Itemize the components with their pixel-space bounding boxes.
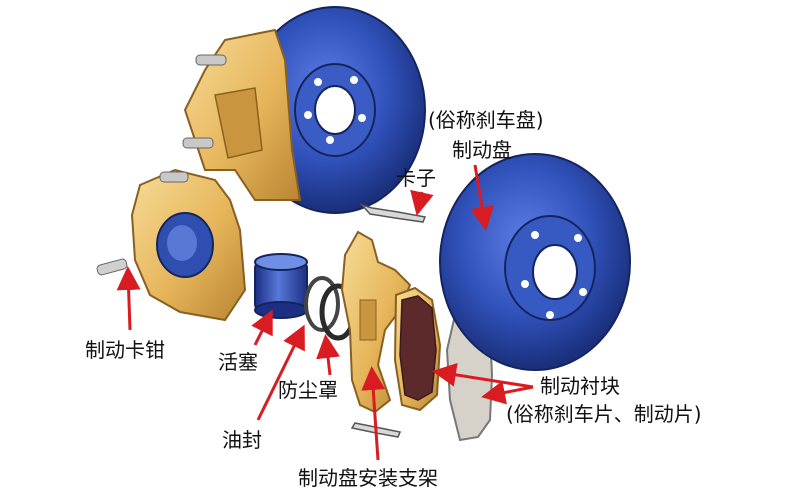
pointer-bracket: [361, 366, 386, 461]
label-piston: 活塞: [218, 350, 258, 374]
pointer-pad-a: [432, 362, 534, 389]
pointer-caliper: [116, 266, 141, 331]
label-oil-seal: 油封: [222, 428, 262, 452]
label-dust-boot: 防尘罩: [278, 378, 338, 402]
bracket-part: [340, 230, 412, 414]
label-pad: 制动衬块: [540, 374, 620, 398]
pointer-piston: [251, 309, 273, 346]
label-bracket: 制动盘安装支架: [298, 466, 438, 490]
label-rotor: 制动盘: [452, 138, 512, 162]
label-clip: 卡子: [396, 166, 436, 190]
pointer-rotor: [470, 164, 494, 231]
label-caliper: 制动卡钳: [85, 338, 165, 362]
pointer-lines: [116, 164, 534, 461]
pointer-dust-boot: [316, 334, 340, 376]
caliper-part: [96, 168, 247, 322]
pointer-clip: [410, 189, 434, 216]
piston-part: [254, 253, 308, 319]
label-rotor-alias: (俗称刹车盘): [428, 108, 544, 132]
pointer-pad-b: [481, 380, 534, 405]
label-pad-alias: (俗称刹车片、制动片): [506, 402, 702, 426]
rotor-part: [439, 153, 631, 371]
assembled-caliper: [182, 28, 302, 201]
pointer-oil-seal: [256, 324, 305, 421]
